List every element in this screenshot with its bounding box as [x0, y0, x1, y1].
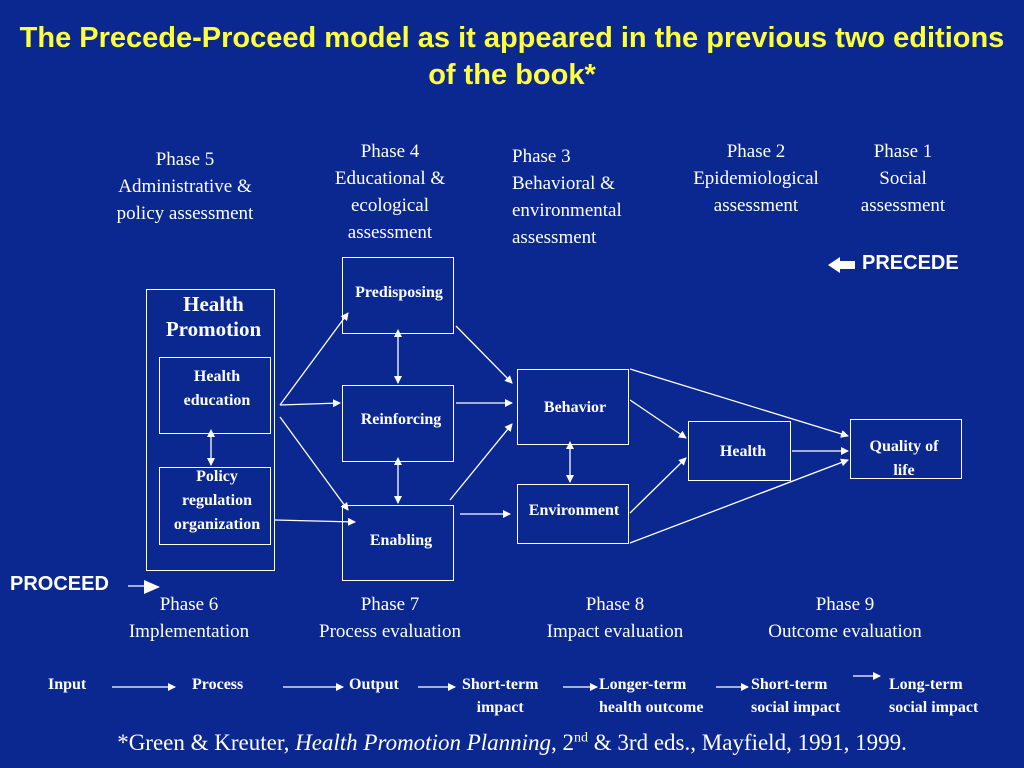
health-education-label: Health education — [183, 368, 251, 409]
phase-5-label: Phase 5 Administrative & policy assessme… — [116, 149, 254, 224]
arrow-environment-quality — [629, 458, 849, 544]
footnote-book-title: Health Promotion Planning — [295, 730, 552, 755]
precede-label: PRECEDE — [862, 252, 959, 274]
flow-short-term-social-impact: Short-term social impact — [751, 676, 841, 716]
arrow-policy-enabling — [274, 517, 356, 526]
quality-of-life-label: Quality of life — [869, 438, 939, 479]
phase-9-label: Phase 9 Outcome evaluation — [768, 594, 922, 642]
footnote-prefix: *Green & Kreuter, — [117, 730, 296, 755]
footnote: *Green & Kreuter, Health Promotion Plann… — [0, 730, 1024, 756]
reinforcing-label: Reinforcing — [360, 411, 442, 428]
health-promotion-label: Health Promotion — [165, 292, 262, 341]
arrow-predisposing-behavior — [455, 325, 513, 384]
footnote-mid: , 2 — [551, 730, 575, 755]
health-label: Health — [719, 443, 767, 460]
phase-4-label: Phase 4 Educational & ecological assessm… — [334, 141, 446, 243]
phase-7-label: Phase 7 Process evaluation — [319, 594, 461, 642]
flow-process: Process — [192, 676, 244, 693]
phase-8-label: Phase 8 Impact evaluation — [546, 594, 684, 642]
slide-title: The Precede-Proceed model as it appeared… — [19, 22, 1005, 91]
environment-box — [517, 484, 629, 544]
phase-1-label: Phase 1 Social assessment — [860, 141, 946, 216]
policy-box — [159, 467, 271, 545]
proceed-label: PROCEED — [10, 573, 109, 595]
arrow-hp-reinforcing — [279, 399, 341, 408]
arrow-enabling-behavior — [449, 423, 513, 501]
precede-arrow-icon — [828, 257, 855, 273]
quality-of-life-box — [850, 419, 962, 479]
flow-short-term-impact: Short-term impact — [462, 676, 539, 716]
policy-label: Policy regulation organization — [173, 468, 261, 533]
arrow-behavior-quality — [629, 368, 849, 438]
enabling-label: Enabling — [369, 532, 433, 549]
arrow-environment-health — [629, 457, 687, 514]
flow-output: Output — [349, 676, 399, 693]
behavior-label: Behavior — [543, 399, 607, 416]
health-education-box — [159, 357, 271, 434]
flow-input: Input — [48, 676, 87, 693]
arrow-hp-enabling — [279, 416, 349, 511]
footnote-suffix: & 3rd eds., Mayfield, 1991, 1999. — [588, 730, 907, 755]
predisposing-label: Predisposing — [355, 284, 443, 301]
flow-longer-term-health-outcome: Longer-term health outcome — [599, 676, 704, 716]
footnote-sup: nd — [574, 730, 589, 746]
arrow-hp-predisposing — [279, 312, 349, 406]
phase-2-label: Phase 2 Epidemiological assessment — [693, 141, 819, 216]
environment-label: Environment — [528, 502, 620, 519]
phase-6-label: Phase 6 Implementation — [128, 594, 250, 642]
flow-long-term-social-impact: Long-term social impact — [889, 676, 979, 716]
health-box — [688, 421, 791, 481]
arrow-behavior-health — [629, 399, 687, 439]
enabling-box — [342, 505, 454, 581]
phase-3-label: Phase 3 Behavioral & environmental asses… — [512, 146, 622, 248]
proceed-arrow-icon — [144, 580, 160, 594]
health-promotion-box — [146, 289, 275, 571]
